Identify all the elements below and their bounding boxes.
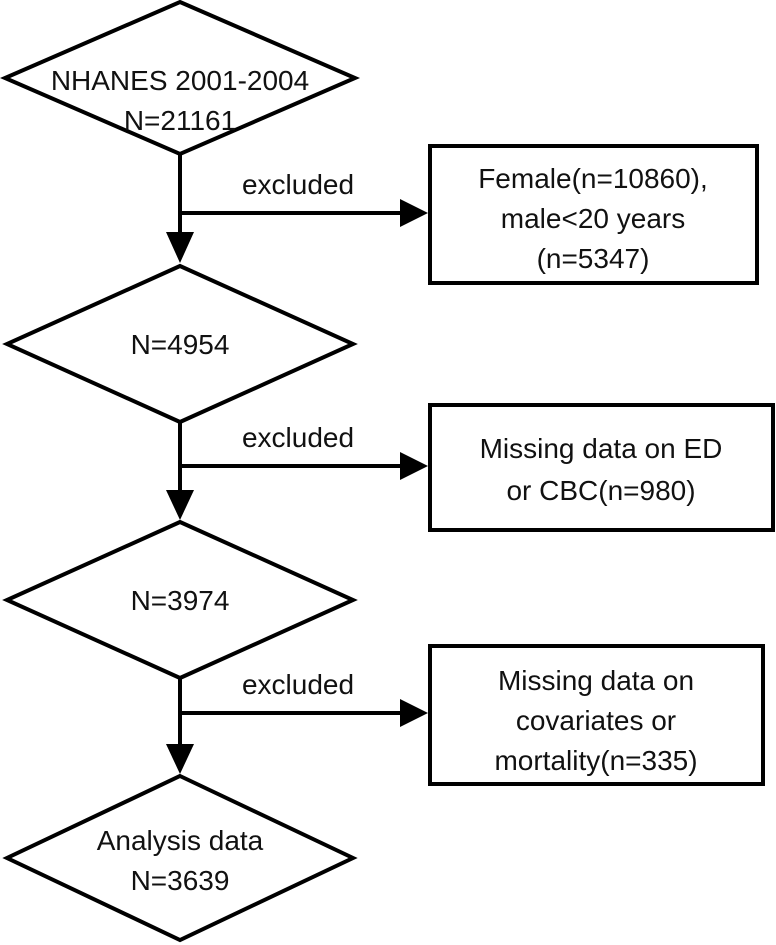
step-2-count: N=4954 (131, 329, 230, 360)
exclusion-1-line-2: male<20 years (501, 203, 685, 234)
arrowhead-right-1 (400, 199, 428, 227)
step-node-2: N=4954 (2, 263, 358, 425)
step-node-1: NHANES 2001-2004 N=21161 (0, 0, 361, 157)
arrowhead-down-1 (166, 232, 194, 263)
exclusion-3-line-2: covariates or (516, 705, 676, 736)
connector-2: excluded (166, 422, 428, 520)
exclusion-rect-3 (428, 644, 765, 786)
step-4-count: N=3639 (131, 865, 230, 896)
step-4-title: Analysis data (97, 825, 264, 856)
step-1-title: NHANES 2001-2004 (51, 65, 309, 96)
step-1-count: N=21161 (124, 105, 236, 136)
arrowhead-down-3 (166, 744, 194, 774)
exclusion-rect-1 (428, 144, 759, 285)
step-node-3: N=3974 (2, 519, 358, 681)
exclusion-box-1: Female(n=10860), male<20 years (n=5347) (428, 144, 759, 285)
exclusion-rect-2 (428, 403, 775, 532)
exclusion-box-3: Missing data on covariates or mortality(… (428, 644, 765, 786)
edge-label-excluded-1: excluded (242, 169, 354, 200)
exclusion-3-line-1: Missing data on (498, 665, 694, 696)
connector-1: excluded (166, 154, 428, 263)
connector-3: excluded (166, 669, 428, 774)
exclusion-3-line-3: mortality(n=335) (494, 745, 697, 776)
exclusion-box-2: Missing data on ED or CBC(n=980) (428, 403, 775, 532)
arrowhead-right-2 (400, 452, 428, 480)
step-node-4: Analysis data N=3639 (2, 773, 358, 943)
step-diamond-4 (2, 773, 358, 943)
arrowhead-right-3 (400, 699, 428, 727)
exclusion-2-line-2: or CBC(n=980) (506, 475, 695, 506)
step-3-count: N=3974 (131, 585, 230, 616)
exclusion-2-line-1: Missing data on ED (480, 433, 723, 464)
arrowhead-down-2 (166, 490, 194, 520)
edge-label-excluded-2: excluded (242, 422, 354, 453)
exclusion-1-line-3: (n=5347) (537, 243, 650, 274)
exclusion-1-line-1: Female(n=10860), (478, 163, 708, 194)
edge-label-excluded-3: excluded (242, 669, 354, 700)
